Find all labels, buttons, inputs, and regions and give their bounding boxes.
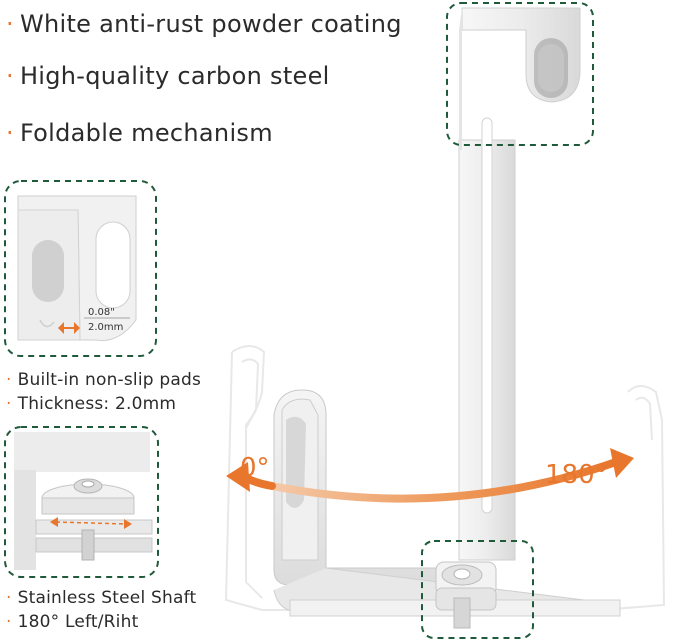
ghost-bracket-right (470, 385, 666, 611)
hinge-joint (435, 561, 497, 629)
callout-top-hook (446, 2, 594, 146)
detail-panel-hinge (4, 426, 159, 578)
rotation-arrow (226, 448, 634, 503)
feature-text: White anti-rust powder coating (19, 10, 402, 38)
bullet: · (6, 62, 14, 90)
note-text: Stainless Steel Shaft (17, 588, 197, 608)
bullet: · (6, 119, 14, 147)
note-text: 180° Left/Riht (17, 612, 139, 632)
feature-text: Foldable mechanism (19, 119, 273, 147)
feature-steel: ·High-quality carbon steel (6, 62, 330, 90)
bullet: · (6, 10, 14, 38)
arm-slot (481, 117, 493, 514)
bullet: · (6, 612, 12, 632)
bullet: · (6, 588, 12, 608)
angle-right-label: 180° (545, 460, 608, 490)
note-thickness: ·Thickness: 2.0mm (6, 394, 176, 414)
detail-panel-hook (4, 180, 157, 357)
note-non-slip: ·Built-in non-slip pads (6, 370, 201, 390)
feature-coating: ·White anti-rust powder coating (6, 10, 402, 38)
feature-text: High-quality carbon steel (19, 62, 330, 90)
bullet: · (6, 394, 12, 414)
angle-left-label: 0° (240, 453, 270, 483)
feature-foldable: ·Foldable mechanism (6, 119, 273, 147)
note-rotation: ·180° Left/Riht (6, 612, 138, 632)
bullet: · (6, 370, 12, 390)
note-shaft: ·Stainless Steel Shaft (6, 588, 196, 608)
thickness-mm: 2.0mm (88, 322, 123, 333)
note-text: Built-in non-slip pads (17, 370, 202, 390)
thickness-inch: 0.08" (88, 307, 115, 318)
top-hook (459, 7, 581, 150)
note-text: Thickness: 2.0mm (17, 394, 177, 414)
